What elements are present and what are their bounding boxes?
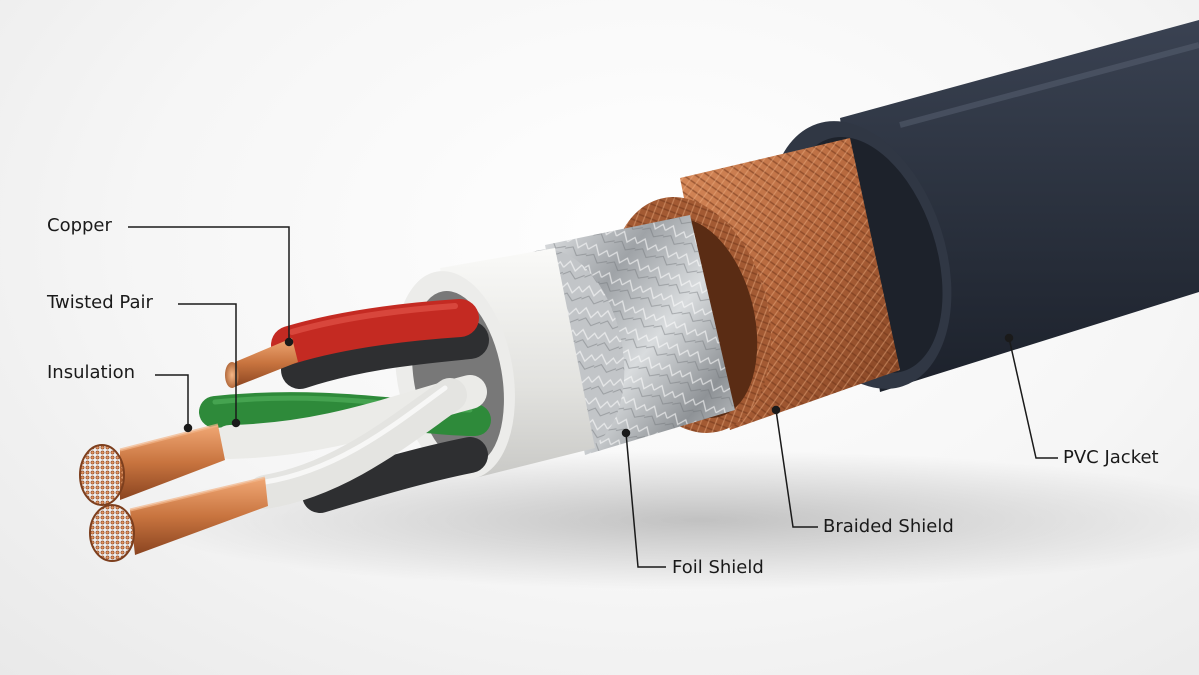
leader-pvc-jacket <box>1008 337 1058 459</box>
leader-lines <box>128 226 1058 568</box>
label-insulation: Insulation <box>47 362 136 383</box>
label-twisted-pair: Twisted Pair <box>47 292 153 313</box>
leader-copper <box>128 226 290 342</box>
leader-foil-shield <box>625 432 666 568</box>
leader-braided-shield <box>775 409 818 528</box>
label-copper: Copper <box>47 215 112 236</box>
label-pvc-jacket: PVC Jacket <box>1063 447 1159 468</box>
leader-twisted-pair <box>178 303 237 423</box>
leader-insulation <box>155 374 189 428</box>
conductors <box>199 299 491 513</box>
label-foil-shield: Foil Shield <box>672 557 764 578</box>
copper-conductors <box>79 338 298 562</box>
label-braided-shield: Braided Shield <box>823 516 954 537</box>
